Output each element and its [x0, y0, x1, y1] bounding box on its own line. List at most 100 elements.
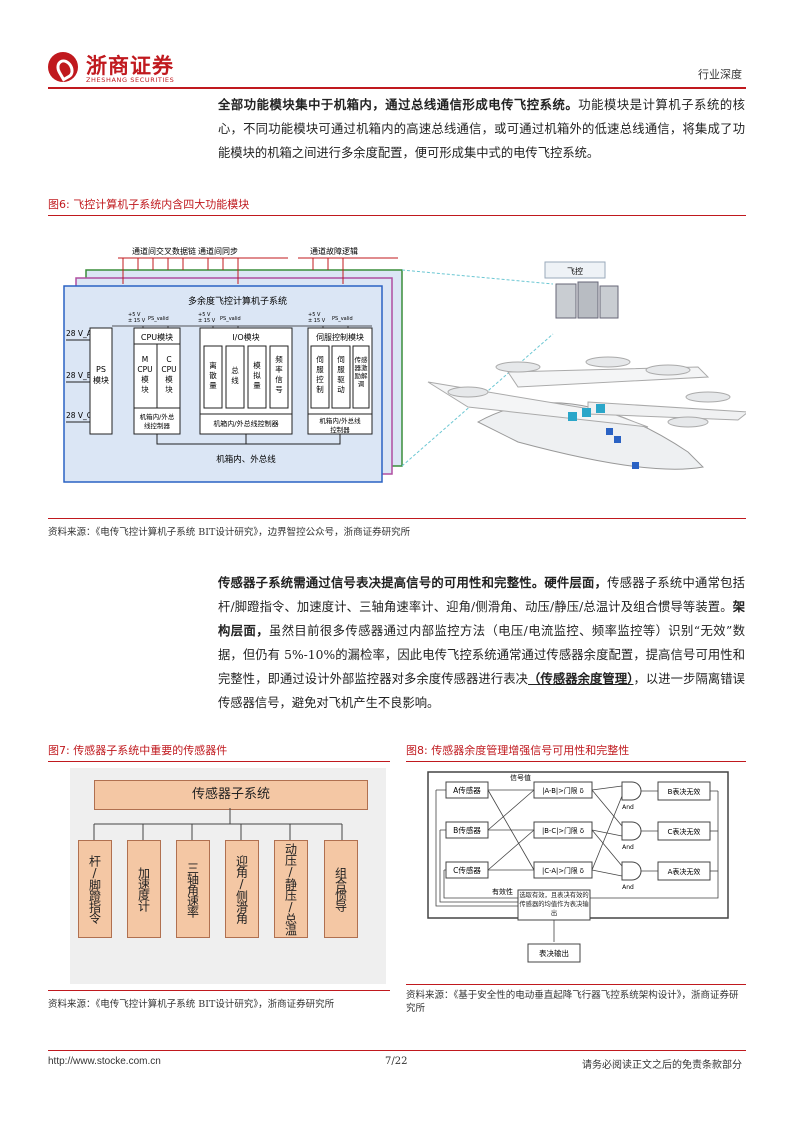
paragraph-1-lead: 全部功能模块集中于机箱内，通过总线通信形成电传飞控系统。 [218, 97, 579, 112]
sensor-accelerometer: 加速度计 [127, 840, 161, 938]
cpu-bus-controller: 机箱内/外总线控制器 [140, 412, 175, 430]
sensor-aoa-sideslip: 迎角/侧滑角 [225, 840, 259, 938]
paragraph-2-lead: 传感器子系统需通过信号表决提高信号的可用性和完整性。硬件层面， [218, 575, 608, 590]
header-divider [48, 87, 746, 89]
paragraph-2-lead-2: 架构层面， [218, 599, 745, 638]
brand-name-en: ZHESHANG SECURITIES [86, 76, 175, 84]
internal-bus-lines [156, 434, 341, 445]
power-input-lines [66, 339, 90, 423]
input-28v-a: 28 V_A [66, 329, 93, 338]
power-distribution-lines [112, 325, 372, 328]
paragraph-2-body-2: 虽然目前很多传感器通过内部监控方法（电压/电流监控、频率监控等）识别“无效”数据… [218, 624, 745, 686]
figure-7-title: 图7: 传感器子系统中重要的传感器件 [48, 744, 228, 757]
aircraft-fcc-label: 飞控 [567, 266, 583, 276]
select-valid-label: 选取有效，且表决有效的传感器的均值作为表决输出 [519, 892, 589, 917]
brand-logo-icon [48, 52, 78, 82]
figure-8-source: 资料来源：《基于安全性的电动垂直起降飞行器飞控系统架构设计》，浙商证券研究所 [406, 990, 739, 1014]
figure-7-source-rule [48, 990, 390, 991]
io-discrete: 离散量 [209, 360, 217, 390]
servo-control: 伺服控制 [316, 354, 324, 394]
vote-output-label: 表决输出 [539, 948, 569, 958]
svg-text:± 15 V: ± 15 V [128, 318, 146, 324]
sensor-c-label: C传感器 [453, 865, 481, 875]
figure-7-source: 资料来源：《电传飞控计算机子系统 BIT设计研究》，浙商证券研究所 [48, 999, 335, 1010]
svg-text:+5 V: +5 V [128, 312, 141, 318]
svg-text:PS_valid: PS_valid [332, 316, 353, 322]
top-link-arrows [118, 257, 398, 284]
io-frequency: 频率信号 [275, 354, 283, 394]
sensor-subsystem-box: 传感器子系统 [94, 780, 368, 810]
sensor-air-data: 动压/静压/总温 [274, 840, 308, 938]
evtol-aircraft-illustration: 飞控 [427, 261, 746, 470]
result-b-label: B表决无效 [668, 787, 701, 796]
paragraph-1-body: 功能模块是计算机子系统的核心，不同功能模块可通过机箱内的高速总线通信，或可通过机… [218, 98, 745, 160]
paragraph-2-term: （传感器余度管理） [528, 671, 634, 686]
result-a-label: A表决无效 [668, 867, 701, 876]
figure-8-title: 图8: 传感器余度管理增强信号可用性和完整性 [406, 744, 630, 757]
and-gates [621, 781, 642, 881]
servo-submodules [310, 345, 370, 409]
and-label-1: And [622, 804, 634, 811]
select-valid-box [517, 889, 591, 921]
svg-text:± 15 V: ± 15 V [198, 318, 216, 324]
and-label-2: And [622, 844, 634, 851]
sensor-a-label: A传感器 [453, 785, 481, 795]
paragraph-1: 全部功能模块集中于机箱内，通过总线通信形成电传飞控系统。功能模块是计算机子系统的… [218, 93, 745, 165]
io-analog: 模拟量 [253, 360, 261, 390]
sensor-ins: 组合惯导 [324, 840, 358, 938]
io-bus: 总线 [231, 365, 239, 385]
label-cross-datalink: 通道间交叉数据链 [132, 246, 196, 256]
svg-text:± 15 V: ± 15 V [308, 318, 326, 324]
figure-6-source-rule [48, 518, 746, 519]
figure-8-source-rule [406, 984, 746, 985]
servo-module-title: 伺服控制模块 [316, 332, 364, 342]
footer-divider [48, 1050, 746, 1051]
brand-name: 浙商证券 [86, 54, 174, 78]
fcc-boxes-icon [555, 281, 619, 319]
figure-7-connectors [93, 808, 343, 840]
bus-label: 机箱内、外总线 [216, 454, 276, 465]
servo-bus-controller: 机箱内/外总线控制器 [319, 416, 361, 434]
system-title: 多余度飞控计算机子系统 [188, 295, 287, 307]
label-channel-sync: 通道间同步 [198, 246, 238, 256]
compare-to-and-lines [591, 785, 658, 877]
figure-6-title: 图6: 飞控计算机子系统内含四大功能模块 [48, 198, 250, 211]
svg-text:PS_valid: PS_valid [148, 316, 169, 322]
svg-text:PS_valid: PS_valid [220, 316, 241, 322]
paragraph-2: 传感器子系统需通过信号表决提高信号的可用性和完整性。硬件层面，传感器子系统中通常… [218, 571, 745, 715]
and-label-3: And [622, 884, 634, 891]
figure-7-title-rule [48, 761, 390, 762]
ps-module [89, 327, 113, 435]
footer-url[interactable]: http://www.stocke.com.cn [48, 1056, 161, 1067]
servo-sensor-excitation: 传感器激励解调 [355, 355, 369, 388]
validity-lines [435, 789, 719, 942]
io-module-title: I/O模块 [232, 332, 259, 342]
compare-ca-label: |C-A|>门限 δ [542, 866, 584, 875]
paragraph-2-body-3: ，以进一步隔离错误传感器信号，避免对飞机产生不良影响。 [218, 672, 745, 710]
compare-bc-label: |B-C|>门限 δ [542, 826, 584, 835]
figure-6-diagram: 通道间交叉数据链 通道间同步 通道故障逻辑 多余度飞控计算机子系统 28 V_A… [63, 246, 746, 483]
footer-disclaimer: 请务必阅读正文之后的免责条款部分 [582, 1060, 742, 1071]
figure-6-source: 资料来源：《电传飞控计算机子系统 BIT设计研究》，边界智控公众号，浙商证券研究… [48, 527, 411, 538]
paragraph-2-body-1: 传感器子系统中通常包括杆/脚蹬指令、加速度计、三轴角速率计、迎角/侧滑角、动压/… [218, 576, 745, 614]
figure-8-diagram: A传感器 B传感器 C传感器 信号值 |A-B|>门限 δ |B-C|>门限 δ… [427, 771, 729, 963]
label-fault-logic: 通道故障逻辑 [310, 246, 358, 256]
io-submodules [203, 345, 289, 409]
vote-output-box [527, 943, 581, 963]
svg-text:+5 V: +5 V [198, 312, 211, 318]
sensor-stick-pedal: 杆/脚蹬指令 [78, 840, 112, 938]
result-c-label: C表决无效 [668, 827, 701, 836]
cpu-module-title: CPU模块 [141, 332, 173, 342]
compare-ab-label: |A-B|>门限 δ [542, 786, 584, 795]
figure-6-title-rule [48, 215, 746, 216]
sensor-b-label: B传感器 [453, 825, 481, 835]
report-category: 行业深度 [698, 68, 742, 81]
io-bus-controller: 机箱内/外总线控制器 [213, 419, 278, 428]
page-number: 7/22 [385, 1056, 408, 1067]
sensor-to-compare-lines [487, 789, 535, 871]
svg-text:+5 V: +5 V [308, 312, 321, 318]
sensor-rate-gyro: 三轴角速率 [176, 840, 210, 938]
